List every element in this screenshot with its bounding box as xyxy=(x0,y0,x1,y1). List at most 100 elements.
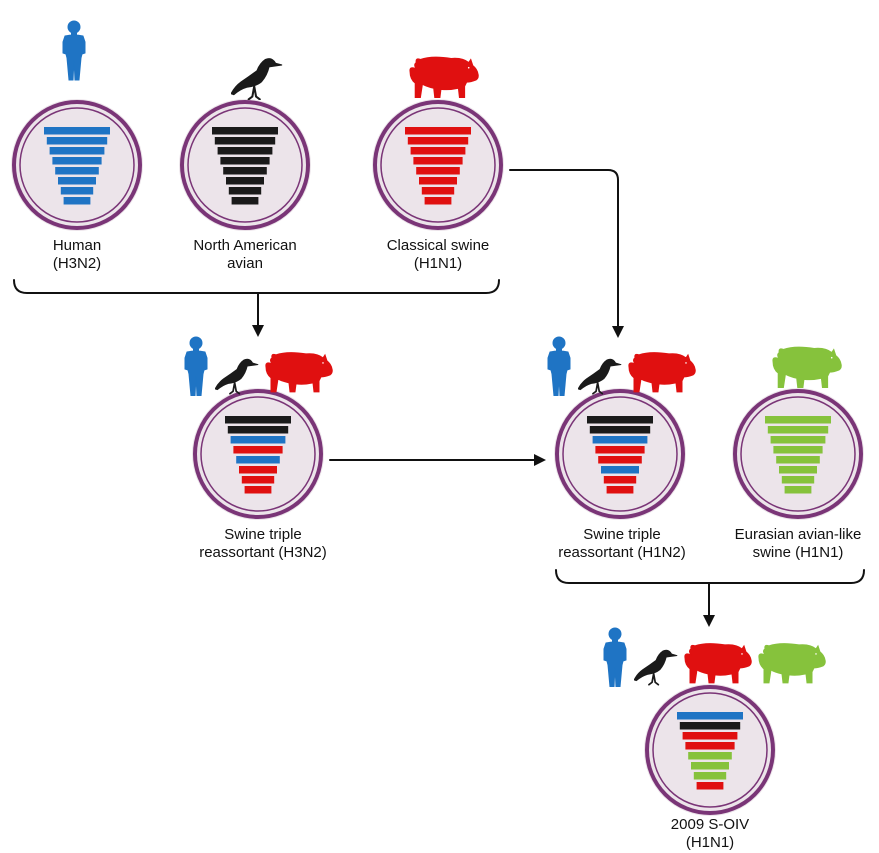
gene-segment-eurasian-swine xyxy=(688,752,732,760)
gene-segment-avian xyxy=(212,127,278,135)
gene-segment-classical-swine xyxy=(595,446,645,454)
label-line: (H3N2) xyxy=(52,255,102,272)
green-pig-icon xyxy=(758,643,826,684)
gene-segment-human xyxy=(46,137,108,145)
gene-segment-avian xyxy=(223,167,267,175)
gene-segment-avian xyxy=(227,426,289,434)
gene-segment-classical-swine xyxy=(405,127,471,135)
virus-node-eurasian xyxy=(732,346,864,520)
virus-outer-ring xyxy=(555,389,685,519)
label-soiv-2009: 2009 S-OIV (H1N1) xyxy=(630,816,790,852)
gene-segment-human xyxy=(601,466,639,474)
label-classical-swine: Classical swine (H1N1) xyxy=(358,237,518,273)
virus-outer-ring xyxy=(193,389,323,519)
virus-outer-ring xyxy=(12,100,142,230)
gene-segment-classical-swine xyxy=(682,732,738,740)
label-line: Swine triple xyxy=(224,526,302,543)
gene-segment-classical-swine xyxy=(603,476,637,484)
gene-segment-human xyxy=(49,147,105,155)
human-figure-icon xyxy=(62,20,86,81)
gene-segment-eurasian-swine xyxy=(770,436,826,444)
gene-segment-eurasian-swine xyxy=(776,456,820,464)
gene-segment-human xyxy=(230,436,286,444)
node-layer xyxy=(11,20,864,816)
gene-segment-classical-swine xyxy=(606,486,634,494)
human-figure-icon xyxy=(603,627,627,687)
red-pig-icon xyxy=(265,352,333,393)
gene-segment-classical-swine xyxy=(410,147,466,155)
gene-segment-human xyxy=(44,127,110,135)
gene-segment-avian xyxy=(217,147,273,155)
label-line: Swine triple xyxy=(583,526,661,543)
virus-node-classical-swine xyxy=(372,56,504,231)
gene-segment-classical-swine xyxy=(419,177,457,185)
label-line: 2009 S-OIV xyxy=(670,816,750,833)
gene-segment-human xyxy=(236,456,280,464)
label-na-avian: North American avian xyxy=(173,237,317,273)
label-line: Eurasian avian-like xyxy=(734,526,862,543)
virus-disc xyxy=(644,684,776,816)
gene-segment-classical-swine xyxy=(685,742,735,750)
virus-node-triple-h3n2 xyxy=(184,336,333,520)
arrow-head-right-icon xyxy=(534,454,546,466)
gene-segment-avian xyxy=(228,187,262,195)
gene-segment-eurasian-swine xyxy=(693,772,727,780)
merge-bracket xyxy=(555,569,865,584)
gene-segment-classical-swine xyxy=(413,157,463,165)
gene-segment-avian xyxy=(587,416,653,424)
gene-segment-avian xyxy=(225,416,291,424)
label-line: Human xyxy=(52,237,102,254)
gene-segment-human xyxy=(60,187,94,195)
virus-node-human xyxy=(11,20,143,231)
gene-segment-classical-swine xyxy=(421,187,455,195)
label-human: Human (H3N2) xyxy=(12,237,142,273)
virus-disc xyxy=(732,388,864,520)
gene-segment-classical-swine xyxy=(244,486,272,494)
merge-bracket xyxy=(13,279,500,294)
gene-segment-human xyxy=(677,712,743,720)
gene-segment-avian xyxy=(231,197,259,205)
virus-outer-ring xyxy=(180,100,310,230)
label-line: (H1N1) xyxy=(413,255,463,272)
virus-disc xyxy=(11,99,143,231)
label-eurasian: Eurasian avian-like swine (H1N1) xyxy=(718,526,878,562)
virus-disc xyxy=(554,388,686,520)
gene-segment-avian xyxy=(679,722,741,730)
gene-segment-eurasian-swine xyxy=(784,486,812,494)
green-pig-icon xyxy=(772,346,842,389)
gene-segment-classical-swine xyxy=(696,782,724,790)
gene-segment-classical-swine xyxy=(416,167,460,175)
label-line: North American xyxy=(193,237,297,254)
label-triple-h1n2: Swine triple reassortant (H1N2) xyxy=(537,526,707,562)
virus-disc xyxy=(179,99,311,231)
virus-node-triple-h1n2 xyxy=(547,336,696,520)
gene-segment-human xyxy=(52,157,102,165)
arrow-head-down-icon xyxy=(703,615,715,627)
label-line: reassortant (H1N2) xyxy=(558,544,686,561)
label-line: swine (H1N1) xyxy=(752,544,844,561)
virus-outer-ring xyxy=(373,100,503,230)
gene-segment-avian xyxy=(214,137,276,145)
gene-segment-eurasian-swine xyxy=(781,476,815,484)
gene-segment-classical-swine xyxy=(241,476,275,484)
virus-outer-ring xyxy=(645,685,775,815)
virus-disc xyxy=(192,388,324,520)
virus-disc xyxy=(372,99,504,231)
gene-segment-avian xyxy=(220,157,270,165)
gene-segment-avian xyxy=(226,177,264,185)
gene-segment-avian xyxy=(589,426,651,434)
red-pig-icon xyxy=(628,352,696,393)
gene-segment-classical-swine xyxy=(239,466,277,474)
label-triple-h3n2: Swine triple reassortant (H3N2) xyxy=(178,526,348,562)
arrow-head-down-icon xyxy=(252,325,264,337)
gene-segment-human xyxy=(55,167,99,175)
red-pig-icon xyxy=(684,643,752,684)
label-line: avian xyxy=(227,255,263,272)
virus-inner-ring xyxy=(19,107,135,223)
bird-icon xyxy=(634,649,678,686)
human-figure-icon xyxy=(547,336,571,396)
label-line: Classical swine xyxy=(386,237,490,254)
gene-segment-classical-swine xyxy=(233,446,283,454)
virus-inner-ring xyxy=(562,396,678,512)
